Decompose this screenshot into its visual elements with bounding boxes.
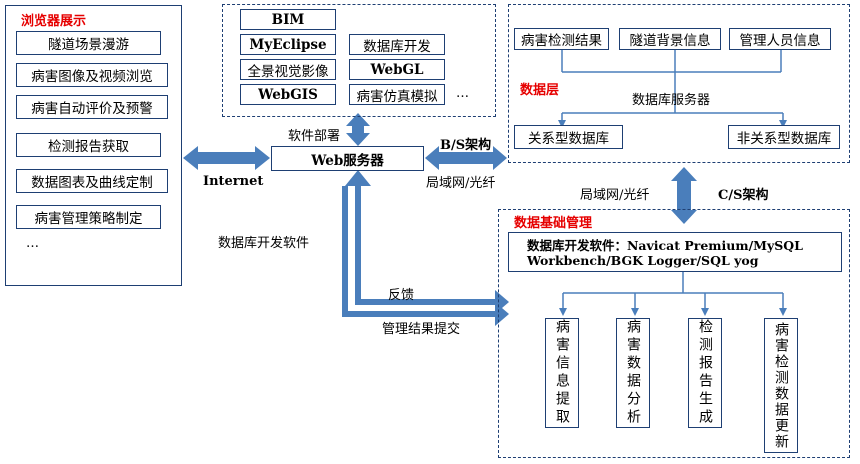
deploy-arrow [346, 113, 370, 130]
software-myeclipse: MyEclipse [240, 34, 336, 55]
web-server: Web服务器 [271, 146, 424, 171]
db-mgmt-software-line2: Workbench/BGK Logger/SQL yog [527, 253, 759, 268]
label-db-dev-software: 数据库开发软件 [218, 236, 310, 251]
db-server-label: 数据库服务器 [632, 93, 711, 108]
col-report-gen: 检测报告生成 [688, 318, 722, 428]
data-layer-connectors [558, 50, 787, 128]
label-feedback: 反馈 [388, 288, 415, 303]
software-simulation: 病害仿真模拟 [349, 84, 445, 105]
col-data-analysis: 病害数据分析 [616, 318, 650, 428]
software-panorama: 全景视觉影像 [240, 59, 336, 80]
db-mgmt-title: 数据基础管理 [514, 216, 593, 231]
db-mgmt-software-line1: 数据库开发软件：Navicat Premium/MySQL [527, 238, 803, 253]
data-tunnel-background: 隧道背景信息 [619, 28, 721, 50]
db-mgmt-connectors [559, 272, 787, 316]
feedback-arrow [355, 182, 497, 305]
label-mgmt-submit: 管理结果提交 [382, 322, 461, 337]
db-mgmt-software-box [508, 232, 842, 272]
deploy-arrow-down [346, 130, 370, 146]
software-webgl: WebGL [349, 59, 445, 80]
db-mgmt-panel [498, 209, 850, 458]
label-bs-arch: B/S架构 [440, 138, 492, 153]
internet-arrow [183, 146, 270, 170]
software-more: … [456, 86, 469, 101]
nonrelational-db: 非关系型数据库 [728, 125, 840, 149]
data-layer-panel [508, 4, 850, 163]
label-internet: Internet [203, 174, 264, 189]
submit-arrow [342, 186, 497, 317]
browser-item-image-video: 病害图像及视频浏览 [16, 63, 168, 87]
browser-title: 浏览器展示 [21, 14, 87, 29]
data-personnel: 管理人员信息 [729, 28, 831, 50]
browser-more: … [26, 236, 39, 251]
col-info-extract: 病害信息提取 [545, 318, 579, 428]
relational-db: 关系型数据库 [514, 125, 623, 149]
browser-item-strategy: 病害管理策略制定 [16, 205, 161, 229]
label-cs-arch: C/S架构 [718, 188, 769, 203]
label-lan-fiber-1: 局域网/光纤 [426, 176, 496, 191]
data-layer-title: 数据层 [520, 83, 560, 98]
label-software-deploy: 软件部署 [288, 129, 341, 144]
browser-item-report: 检测报告获取 [16, 133, 161, 157]
browser-item-charts: 数据图表及曲线定制 [16, 169, 168, 193]
col-data-update: 病害检测数据更新 [764, 318, 798, 453]
software-panel [222, 4, 496, 117]
label-lan-fiber-2: 局域网/光纤 [580, 188, 650, 203]
browser-panel [5, 5, 182, 286]
software-webgis: WebGIS [240, 84, 336, 105]
browser-item-evaluation: 病害自动评价及预警 [16, 95, 168, 119]
software-db-dev: 数据库开发 [349, 34, 445, 55]
data-disease-results: 病害检测结果 [514, 28, 609, 50]
bs-arrow [425, 146, 507, 170]
software-bim: BIM [240, 9, 336, 30]
browser-item-tunnel-roaming: 隧道场景漫游 [16, 31, 161, 55]
